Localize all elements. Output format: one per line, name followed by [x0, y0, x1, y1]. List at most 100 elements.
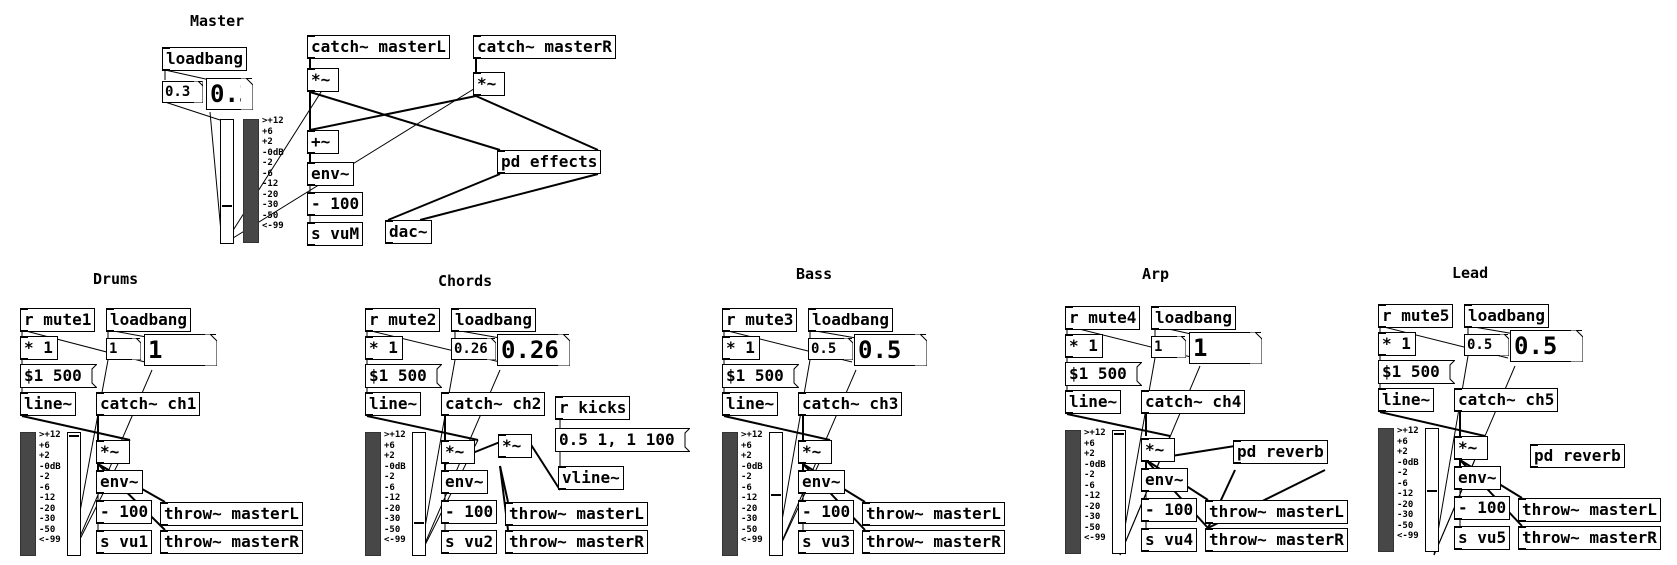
ch5-catch[interactable]: catch~ ch5: [1454, 388, 1559, 412]
ch1-send-vu[interactable]: s vu1: [96, 530, 153, 554]
ch4-subtract[interactable]: - 100: [1141, 498, 1198, 522]
ch1-signal-multiply[interactable]: *~: [96, 440, 130, 464]
ch5-slider-knob[interactable]: [1427, 490, 1437, 492]
ch1-throw-left[interactable]: throw~ masterL: [160, 502, 303, 526]
ch2-envelope[interactable]: env~: [441, 470, 488, 494]
ch3-subtract[interactable]: - 100: [798, 500, 855, 524]
ch1-gain-slider[interactable]: [67, 432, 81, 556]
master-adder[interactable]: +~: [307, 130, 339, 154]
ch3-signal-multiply[interactable]: *~: [798, 440, 832, 464]
master-effects-subpatch[interactable]: pd effects: [497, 150, 602, 174]
ch4-gain-number[interactable]: 1: [1151, 336, 1186, 358]
ch2-kicks-multiply[interactable]: *~: [498, 434, 532, 458]
ch5-line-message[interactable]: $1 500: [1378, 360, 1455, 384]
ch2-gain-slider[interactable]: [412, 432, 426, 556]
ch5-gain-bignumber[interactable]: 0.5: [1510, 330, 1583, 362]
ch5-reverb-subpatch[interactable]: pd reverb: [1530, 444, 1625, 468]
ch4-gain-bignumber[interactable]: 1: [1189, 332, 1262, 364]
ch5-throw-left[interactable]: throw~ masterL: [1518, 498, 1661, 522]
ch4-slider-knob[interactable]: [1114, 433, 1124, 435]
master-gain-number[interactable]: 0.3: [162, 81, 203, 103]
master-catch-right[interactable]: catch~ masterR: [473, 35, 616, 59]
ch2-line-message[interactable]: $1 500: [365, 364, 442, 388]
ch3-send-vu[interactable]: s vu3: [798, 530, 855, 554]
ch1-loadbang[interactable]: loadbang: [106, 308, 192, 332]
ch2-catch[interactable]: catch~ ch2: [441, 392, 546, 416]
ch1-mute-multiply[interactable]: * 1: [20, 336, 58, 360]
master-envelope[interactable]: env~: [307, 162, 354, 186]
master-loadbang[interactable]: loadbang: [162, 47, 248, 71]
ch3-receive-mute[interactable]: r mute3: [722, 308, 798, 332]
ch5-mute-multiply[interactable]: * 1: [1378, 332, 1416, 356]
ch5-receive-mute[interactable]: r mute5: [1378, 304, 1454, 328]
ch5-envelope[interactable]: env~: [1454, 466, 1501, 490]
ch3-loadbang[interactable]: loadbang: [808, 308, 894, 332]
ch2-slider-knob[interactable]: [414, 522, 424, 524]
ch2-throw-right[interactable]: throw~ masterR: [505, 530, 648, 554]
ch4-signal-multiply[interactable]: *~: [1141, 438, 1175, 462]
ch4-throw-left[interactable]: throw~ masterL: [1205, 500, 1348, 524]
master-slider-knob[interactable]: [222, 205, 232, 207]
ch1-line-ramp[interactable]: line~: [20, 392, 77, 416]
ch4-mute-multiply[interactable]: * 1: [1065, 334, 1103, 358]
ch4-line-message[interactable]: $1 500: [1065, 362, 1142, 386]
ch5-subtract[interactable]: - 100: [1454, 496, 1511, 520]
master-subtract[interactable]: - 100: [307, 192, 364, 216]
ch4-reverb-subpatch[interactable]: pd reverb: [1233, 440, 1328, 464]
ch3-line-message[interactable]: $1 500: [722, 364, 799, 388]
ch3-slider-knob[interactable]: [771, 494, 781, 496]
ch4-catch[interactable]: catch~ ch4: [1141, 390, 1246, 414]
ch3-gain-bignumber[interactable]: 0.5: [854, 334, 927, 366]
ch1-gain-bignumber[interactable]: 1: [144, 334, 217, 366]
ch2-receive-kicks[interactable]: r kicks: [555, 396, 631, 420]
ch5-loadbang[interactable]: loadbang: [1464, 304, 1550, 328]
ch1-envelope[interactable]: env~: [96, 470, 143, 494]
ch2-receive-mute[interactable]: r mute2: [365, 308, 441, 332]
ch4-loadbang[interactable]: loadbang: [1151, 306, 1237, 330]
ch4-line-ramp[interactable]: line~: [1065, 390, 1122, 414]
ch4-send-vu[interactable]: s vu4: [1141, 528, 1198, 552]
ch5-send-vu[interactable]: s vu5: [1454, 526, 1511, 550]
ch3-envelope[interactable]: env~: [798, 470, 845, 494]
master-multiply-left[interactable]: *~: [307, 68, 339, 92]
ch2-vline[interactable]: vline~: [558, 466, 624, 490]
ch2-gain-number[interactable]: 0.26: [451, 338, 496, 360]
ch1-subtract[interactable]: - 100: [96, 500, 153, 524]
ch2-subtract[interactable]: - 100: [441, 500, 498, 524]
master-multiply-right[interactable]: *~: [473, 72, 505, 96]
master-dac[interactable]: dac~: [385, 220, 432, 244]
ch5-throw-right[interactable]: throw~ masterR: [1518, 526, 1661, 550]
ch1-catch[interactable]: catch~ ch1: [96, 392, 201, 416]
ch3-line-ramp[interactable]: line~: [722, 392, 779, 416]
master-gain-slider[interactable]: [220, 119, 234, 244]
ch1-line-message[interactable]: $1 500: [20, 364, 97, 388]
ch3-throw-left[interactable]: throw~ masterL: [862, 502, 1005, 526]
ch3-gain-slider[interactable]: [769, 432, 783, 556]
ch2-mute-multiply[interactable]: * 1: [365, 336, 403, 360]
ch5-line-ramp[interactable]: line~: [1378, 388, 1435, 412]
ch4-throw-right[interactable]: throw~ masterR: [1205, 528, 1348, 552]
master-send-vu[interactable]: s vuM: [307, 222, 364, 246]
ch2-gain-bignumber[interactable]: 0.26: [497, 334, 570, 366]
ch4-gain-slider[interactable]: [1112, 430, 1126, 554]
ch4-receive-mute[interactable]: r mute4: [1065, 306, 1141, 330]
ch2-loadbang[interactable]: loadbang: [451, 308, 537, 332]
ch1-slider-knob[interactable]: [69, 435, 79, 437]
ch1-receive-mute[interactable]: r mute1: [20, 308, 96, 332]
ch5-gain-number[interactable]: 0.5: [1464, 334, 1509, 356]
ch3-throw-right[interactable]: throw~ masterR: [862, 530, 1005, 554]
ch1-throw-right[interactable]: throw~ masterR: [160, 530, 303, 554]
master-gain-bignumber[interactable]: 0.3: [206, 78, 253, 110]
ch3-mute-multiply[interactable]: * 1: [722, 336, 760, 360]
ch2-send-vu[interactable]: s vu2: [441, 530, 498, 554]
ch2-line-ramp[interactable]: line~: [365, 392, 422, 416]
ch5-signal-multiply[interactable]: *~: [1454, 436, 1488, 460]
ch3-catch[interactable]: catch~ ch3: [798, 392, 903, 416]
master-catch-left[interactable]: catch~ masterL: [307, 35, 450, 59]
ch1-gain-number[interactable]: 1: [106, 338, 141, 360]
ch2-throw-left[interactable]: throw~ masterL: [505, 502, 648, 526]
ch2-kicks-message[interactable]: 0.5 1, 1 100: [555, 428, 690, 452]
ch2-signal-multiply[interactable]: *~: [441, 440, 475, 464]
ch5-gain-slider[interactable]: [1425, 428, 1439, 552]
ch3-gain-number[interactable]: 0.5: [808, 338, 853, 360]
